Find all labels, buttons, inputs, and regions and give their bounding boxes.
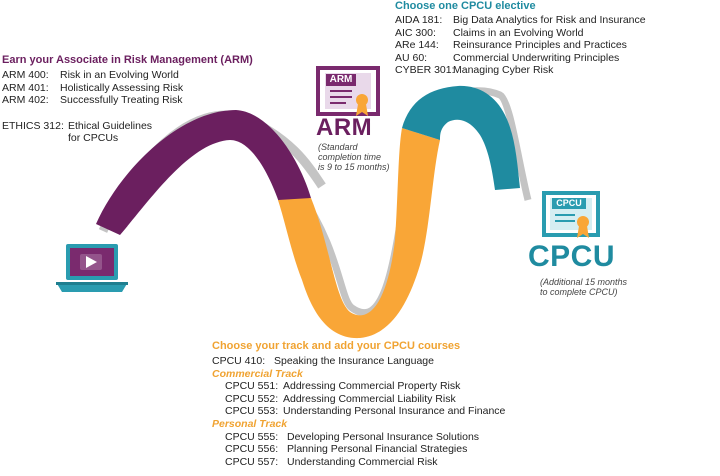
- elective-heading: Choose one CPCU elective: [395, 0, 536, 12]
- commercial-course: CPCU 551:Addressing Commercial Property …: [225, 380, 461, 393]
- elective-course: AU 60:Commercial Underwriting Principles: [395, 51, 620, 64]
- elective-course: CYBER 301:Managing Cyber Risk: [395, 64, 554, 77]
- ethics-course-cont: for CPCUs: [68, 132, 119, 145]
- arm-section: Earn your Associate in Risk Management (…: [2, 54, 253, 145]
- commercial-course: CPCU 553:Understanding Personal Insuranc…: [225, 405, 506, 418]
- cpcu-completion-note: (Additional 15 months to complete CPCU): [540, 277, 628, 297]
- cpcu-cert-label: CPCU: [552, 198, 586, 209]
- path-segment-purple: [96, 110, 311, 235]
- personal-track-label: Personal Track: [212, 417, 288, 430]
- track-heading: Choose your track and add your CPCU cour…: [212, 340, 461, 352]
- elective-course: AIC 300:Claims in an Evolving World: [395, 26, 584, 39]
- track-section: Choose your track and add your CPCU cour…: [212, 340, 505, 468]
- laptop-video-icon: [56, 244, 128, 292]
- certificate-icon: [316, 66, 380, 116]
- personal-course: CPCU 557:Understanding Commercial Risk: [225, 455, 438, 468]
- elective-course: AIDA 181:Big Data Analytics for Risk and…: [395, 14, 646, 26]
- arm-course: ARM 402:Successfully Treating Risk: [2, 94, 183, 107]
- commercial-track-label: Commercial Track: [212, 367, 303, 380]
- elective-course: ARe 144:Reinsurance Principles and Pract…: [395, 39, 627, 52]
- arm-big-label: ARM: [316, 114, 373, 141]
- personal-course: CPCU 555:Developing Personal Insurance S…: [225, 430, 480, 443]
- path-segment-orange: [278, 128, 440, 339]
- arm-course: ARM 401:Holistically Assessing Risk: [2, 81, 184, 94]
- cpcu-big-label: CPCU: [528, 240, 616, 273]
- path-segment-teal: [402, 85, 520, 190]
- personal-course: CPCU 556:Planning Personal Financial Str…: [225, 443, 468, 456]
- core-course: CPCU 410:Speaking the Insurance Language: [212, 355, 434, 367]
- arm-completion-note: (Standard completion time is 9 to 15 mon…: [318, 142, 390, 172]
- arm-cert-label: ARM: [326, 74, 356, 86]
- elective-section: Choose one CPCU elective AIDA 181:Big Da…: [395, 0, 646, 77]
- arm-course: ARM 400:Risk in an Evolving World: [2, 69, 179, 81]
- arm-heading: Earn your Associate in Risk Management (…: [2, 54, 253, 66]
- commercial-course: CPCU 552:Addressing Commercial Liability…: [225, 392, 456, 405]
- ethics-course: ETHICS 312:Ethical Guidelines: [2, 119, 153, 132]
